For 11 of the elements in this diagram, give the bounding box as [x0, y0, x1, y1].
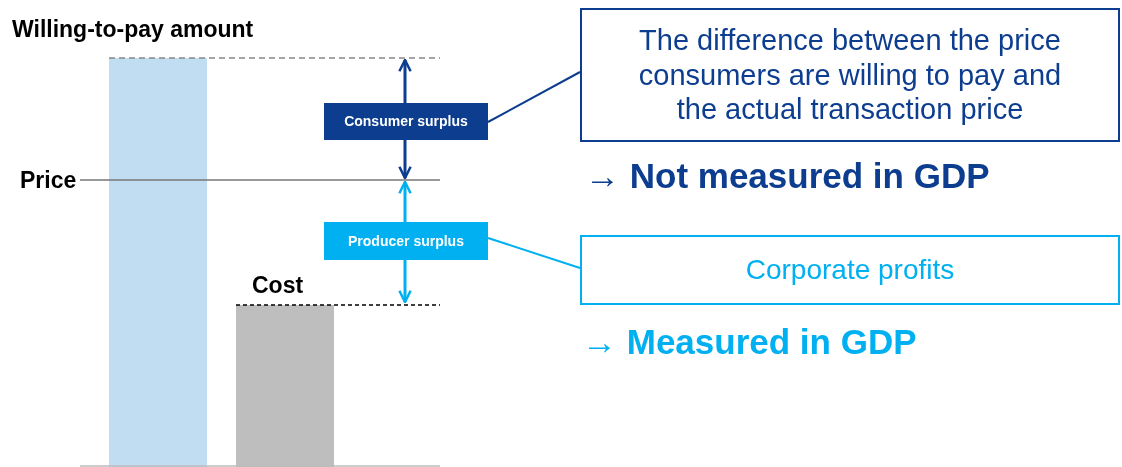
- price-label: Price: [20, 167, 77, 194]
- conclusion-text: → Not measured in GDP: [585, 156, 990, 196]
- explanation-box: Corporate profits: [580, 235, 1120, 305]
- conclusion-text: → Measured in GDP: [582, 322, 917, 362]
- leader-line: [487, 237, 581, 269]
- leader-line: [487, 71, 581, 123]
- surplus-label-box: Producer surplus: [324, 222, 488, 260]
- cost-label: Cost: [252, 272, 304, 299]
- explanation-box: The difference between the price consumers are willing to pay and the actual transaction price: [580, 8, 1120, 142]
- surplus-label-box: Consumer surplus: [324, 103, 488, 140]
- axis-label: Willing-to-pay amount: [12, 16, 254, 43]
